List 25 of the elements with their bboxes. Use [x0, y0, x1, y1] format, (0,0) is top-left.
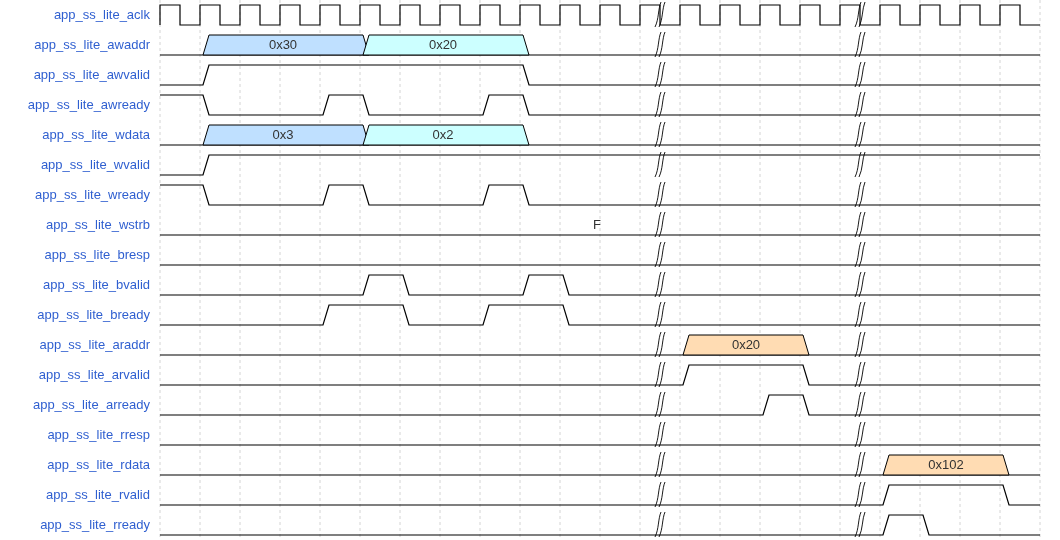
signal-name: app_ss_lite_rvalid	[45, 487, 150, 503]
bus-value: 0x3	[272, 127, 294, 143]
signal-name: app_ss_lite_rready	[40, 517, 150, 533]
bus-value: 0x20	[731, 337, 761, 353]
signal-name: app_ss_lite_arvalid	[38, 367, 150, 383]
signal-name: app_ss_lite_arready	[32, 397, 150, 413]
signal-name: app_ss_lite_bresp	[44, 247, 150, 263]
bus-value: 0x30	[268, 37, 298, 53]
signal-name: app_ss_lite_bvalid	[43, 277, 150, 293]
signal-name: app_ss_lite_rresp	[47, 427, 150, 443]
signal-name: app_ss_lite_wdata	[42, 127, 150, 143]
signal-name: app_ss_lite_awvalid	[33, 67, 150, 83]
bus-value: 0x20	[428, 37, 458, 53]
bus-value: F	[593, 217, 601, 233]
signal-name: app_ss_lite_bready	[37, 307, 150, 323]
signal-name: app_ss_lite_wready	[35, 187, 150, 203]
signal-name: app_ss_lite_awaddr	[34, 37, 150, 53]
signal-name: app_ss_lite_wvalid	[40, 157, 150, 173]
bus-value: 0x102	[928, 457, 964, 473]
signal-name: app_ss_lite_awready	[27, 97, 150, 113]
signal-name: app_ss_lite_aclk	[53, 7, 150, 23]
signal-name: app_ss_lite_rdata	[47, 457, 150, 473]
bus-value: 0x2	[432, 127, 454, 143]
signal-name: app_ss_lite_wstrb	[45, 217, 150, 233]
signal-name: app_ss_lite_araddr	[39, 337, 150, 353]
